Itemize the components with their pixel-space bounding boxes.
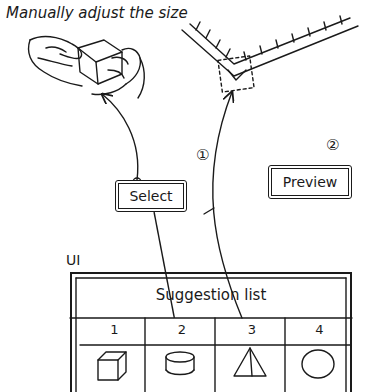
cell-number: 2 <box>147 322 217 337</box>
cone-icon <box>234 348 266 376</box>
cube-icon <box>98 352 126 380</box>
suggestion-cell: 3 <box>217 318 287 392</box>
table-grid <box>70 278 352 392</box>
connector-line <box>154 212 174 318</box>
sketch-note: Manually adjust the size <box>6 4 188 22</box>
button-label: Preview <box>283 174 338 190</box>
callout-number: ① <box>196 146 209 164</box>
select-leader-arrow <box>102 94 138 180</box>
hands-resize-illustration <box>29 37 145 98</box>
table-heading: Suggestion list <box>72 286 350 304</box>
cell-number: 1 <box>82 322 147 337</box>
corner-illustration <box>182 16 358 92</box>
cell-number: 4 <box>287 322 352 337</box>
suggestion-cell: 1 <box>82 318 147 392</box>
preview-leader-arrow <box>213 92 242 318</box>
suggestion-cell: 2 <box>147 318 217 392</box>
select-button: Select <box>115 180 187 212</box>
tick-mark <box>204 208 214 214</box>
suggestion-cell: 4 <box>287 318 352 392</box>
cylinder-icon <box>166 352 194 375</box>
preview-button: Preview <box>268 165 352 199</box>
circle-icon <box>302 350 334 378</box>
cell-number: 3 <box>217 322 287 337</box>
suggestion-list-table: UISuggestion list1234 <box>70 272 352 392</box>
button-label: Select <box>129 188 172 204</box>
panel-heading: UI <box>66 252 80 268</box>
callout-number: ② <box>326 136 339 154</box>
